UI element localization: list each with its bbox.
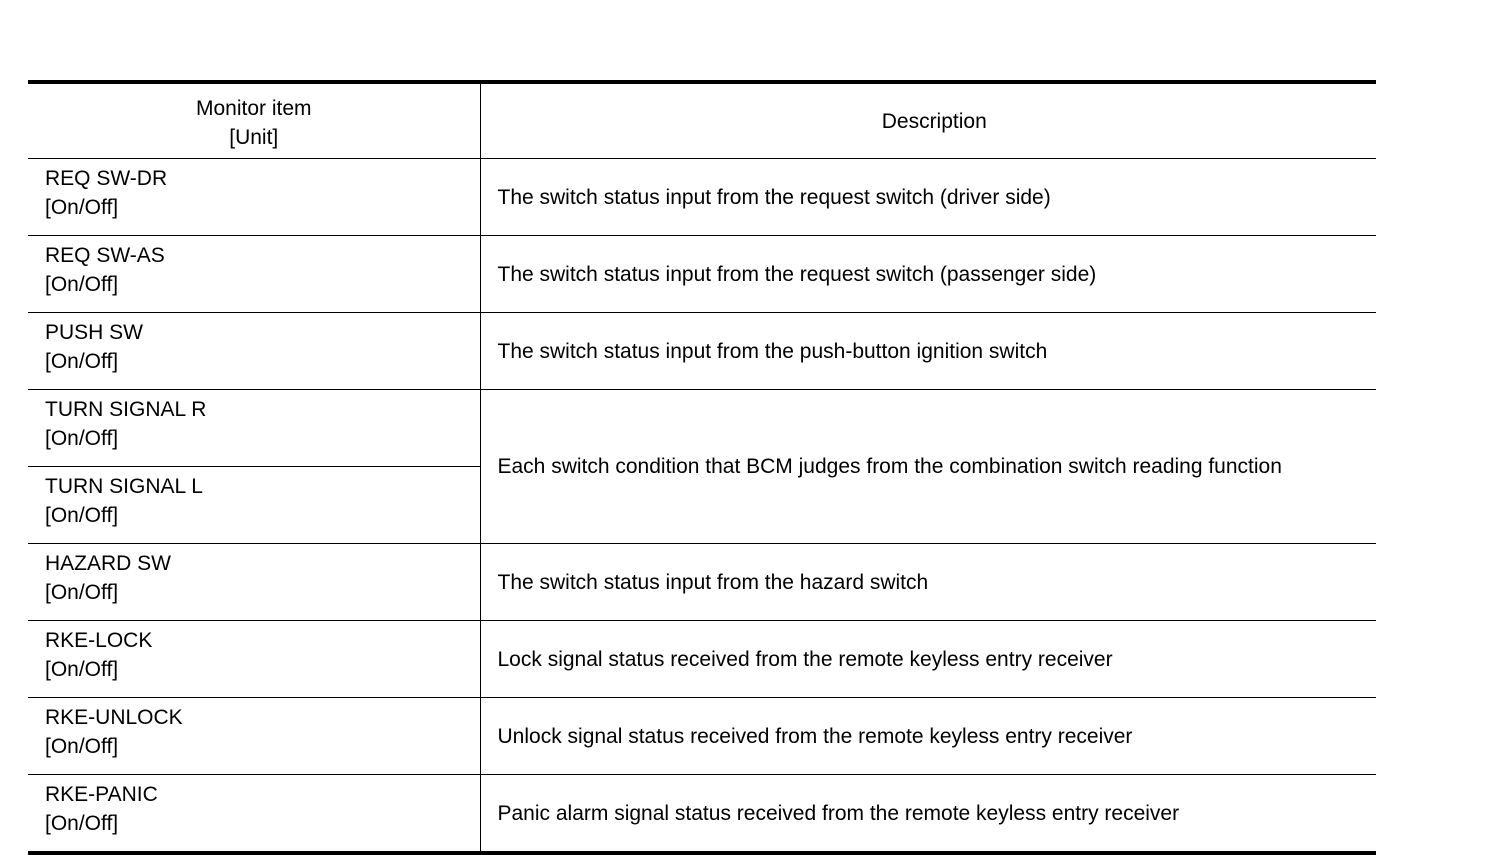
header-unit-label: [Unit] xyxy=(229,126,279,149)
description-cell: Lock signal status received from the rem… xyxy=(480,620,1376,698)
monitor-item-name: TURN SIGNAL L xyxy=(45,475,203,498)
table-header-row: Monitor item [Unit] Description xyxy=(28,82,1376,159)
monitor-item-name: RKE-LOCK xyxy=(45,629,153,652)
table-row: RKE-UNLOCK [On/Off] Unlock signal status… xyxy=(28,697,1376,775)
monitor-item-cell: RKE-UNLOCK [On/Off] xyxy=(28,697,481,775)
monitor-item-unit: [On/Off] xyxy=(45,504,119,527)
monitor-item-unit: [On/Off] xyxy=(45,196,119,219)
monitor-item-name: RKE-UNLOCK xyxy=(45,706,183,729)
description-cell: The switch status input from the request… xyxy=(480,235,1376,313)
description-cell: The switch status input from the hazard … xyxy=(480,543,1376,621)
table-row: TURN SIGNAL R [On/Off] Each switch condi… xyxy=(28,389,1376,544)
monitor-item-cell: REQ SW-DR [On/Off] xyxy=(28,158,481,236)
monitor-item-name: PUSH SW xyxy=(45,321,144,344)
monitor-item-name: REQ SW-DR xyxy=(45,167,168,190)
table-row: RKE-PANIC [On/Off] Panic alarm signal st… xyxy=(28,774,1376,853)
monitor-item-unit: [On/Off] xyxy=(45,581,119,604)
table-row: TURN SIGNAL L [On/Off] xyxy=(28,466,1376,544)
monitor-item-name: HAZARD SW xyxy=(45,552,171,575)
monitor-item-unit: [On/Off] xyxy=(45,735,119,758)
description-cell: Unlock signal status received from the r… xyxy=(480,697,1376,775)
table-row: PUSH SW [On/Off] The switch status input… xyxy=(28,312,1376,390)
monitor-item-cell: TURN SIGNAL R [On/Off] xyxy=(28,389,481,467)
description-cell: The switch status input from the push-bu… xyxy=(480,312,1376,390)
monitor-item-cell: PUSH SW [On/Off] xyxy=(28,312,481,390)
monitor-item-unit: [On/Off] xyxy=(45,812,119,835)
description-cell: The switch status input from the request… xyxy=(480,158,1376,236)
description-cell-merged: Each switch condition that BCM judges fr… xyxy=(480,389,1376,544)
description-cell: Panic alarm signal status received from … xyxy=(497,801,1180,825)
table-row: HAZARD SW [On/Off] The switch status inp… xyxy=(28,543,1376,621)
monitor-item-table: Monitor item [Unit] Description REQ SW-D… xyxy=(28,80,1376,855)
monitor-item-cell: HAZARD SW [On/Off] xyxy=(28,543,481,621)
monitor-item-name: TURN SIGNAL R xyxy=(45,398,207,421)
monitor-item-unit: [On/Off] xyxy=(45,273,119,296)
monitor-item-cell: RKE-PANIC [On/Off] xyxy=(28,774,481,853)
table-row: RKE-LOCK [On/Off] Lock signal status rec… xyxy=(28,620,1376,698)
table-row: REQ SW-AS [On/Off] The switch status inp… xyxy=(28,235,1376,313)
monitor-item-name: RKE-PANIC xyxy=(45,783,158,806)
monitor-item-name: REQ SW-AS xyxy=(45,244,165,267)
monitor-item-cell: RKE-LOCK [On/Off] xyxy=(28,620,481,698)
monitor-item-cell: TURN SIGNAL L [On/Off] xyxy=(28,466,481,544)
monitor-item-unit: [On/Off] xyxy=(45,350,119,373)
monitor-item-unit: [On/Off] xyxy=(45,658,119,681)
monitor-table-container: Monitor item [Unit] Description REQ SW-D… xyxy=(28,80,1376,855)
monitor-item-cell: REQ SW-AS [On/Off] xyxy=(28,235,481,313)
header-monitor-item: Monitor item [Unit] xyxy=(28,82,481,159)
header-description: Description xyxy=(480,82,1376,159)
table-row: REQ SW-DR [On/Off] The switch status inp… xyxy=(28,158,1376,236)
monitor-item-unit: [On/Off] xyxy=(45,427,119,450)
header-monitor-item-label: Monitor item xyxy=(195,97,312,120)
